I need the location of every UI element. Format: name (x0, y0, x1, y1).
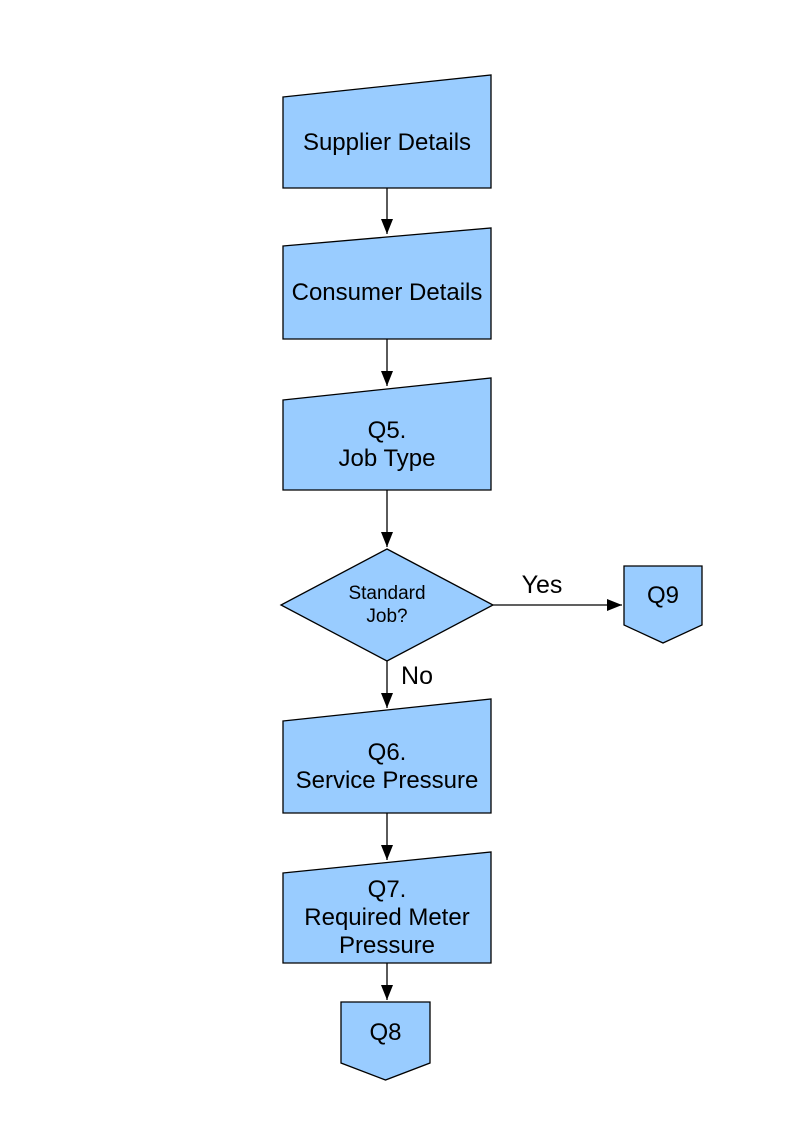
node-q6-service-pressure-shape (282, 698, 492, 814)
node-supplier-details-shape (282, 74, 492, 189)
node-standard-job-decision-shape (279, 548, 495, 662)
node-q5-job-type-shape (282, 377, 492, 491)
node-q7-required-meter-pressure-shape (282, 851, 492, 964)
node-q9-connector-shape (623, 565, 703, 644)
node-consumer-details-shape (282, 227, 492, 340)
node-q8-connector-shape (340, 1001, 431, 1081)
